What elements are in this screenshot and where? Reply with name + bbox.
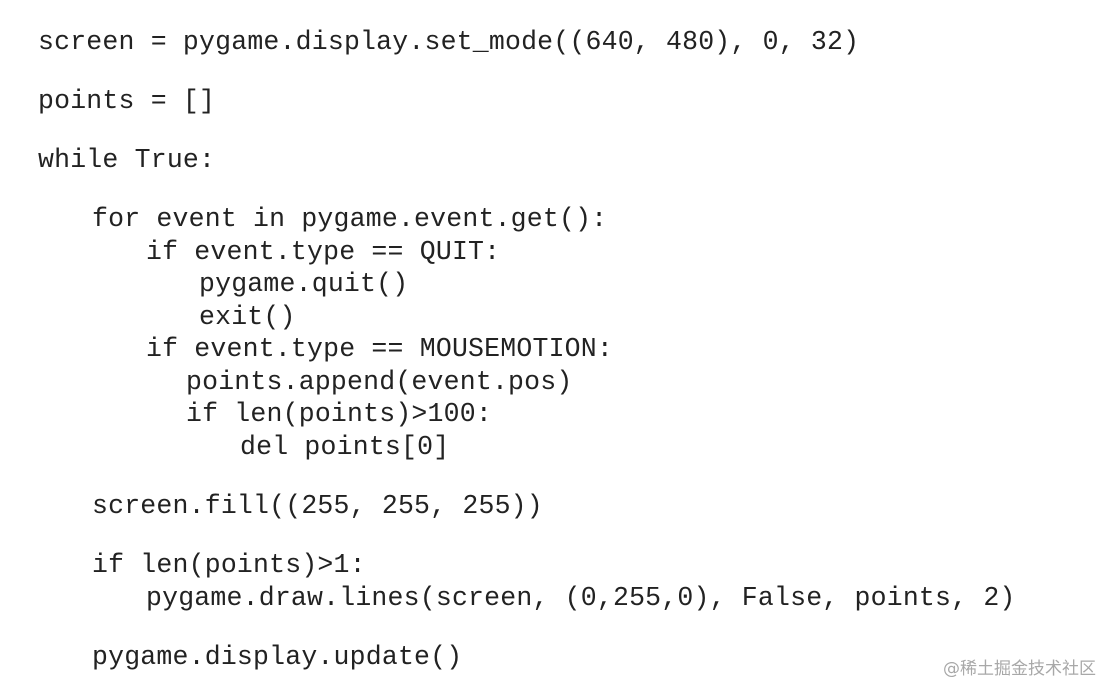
code-line: exit()	[199, 302, 296, 332]
code-line: pygame.quit()	[199, 269, 409, 299]
code-line: screen = pygame.display.set_mode((640, 4…	[38, 27, 860, 57]
code-line: while True:	[38, 145, 216, 175]
code-line: points = []	[38, 86, 216, 116]
code-line: if len(points)>100:	[186, 399, 492, 429]
code-line: del points[0]	[240, 432, 450, 462]
code-line: points.append(event.pos)	[186, 367, 573, 397]
watermark: @稀土掘金技术社区	[943, 659, 1096, 679]
code-line: for event in pygame.event.get():	[92, 204, 608, 234]
code-line: if len(points)>1:	[92, 550, 366, 580]
code-line: pygame.draw.lines(screen, (0,255,0), Fal…	[146, 583, 1016, 613]
code-line: screen.fill((255, 255, 255))	[92, 491, 543, 521]
code-line: if event.type == MOUSEMOTION:	[146, 334, 613, 364]
code-line: if event.type == QUIT:	[146, 237, 501, 267]
code-line: pygame.display.update()	[92, 642, 463, 672]
